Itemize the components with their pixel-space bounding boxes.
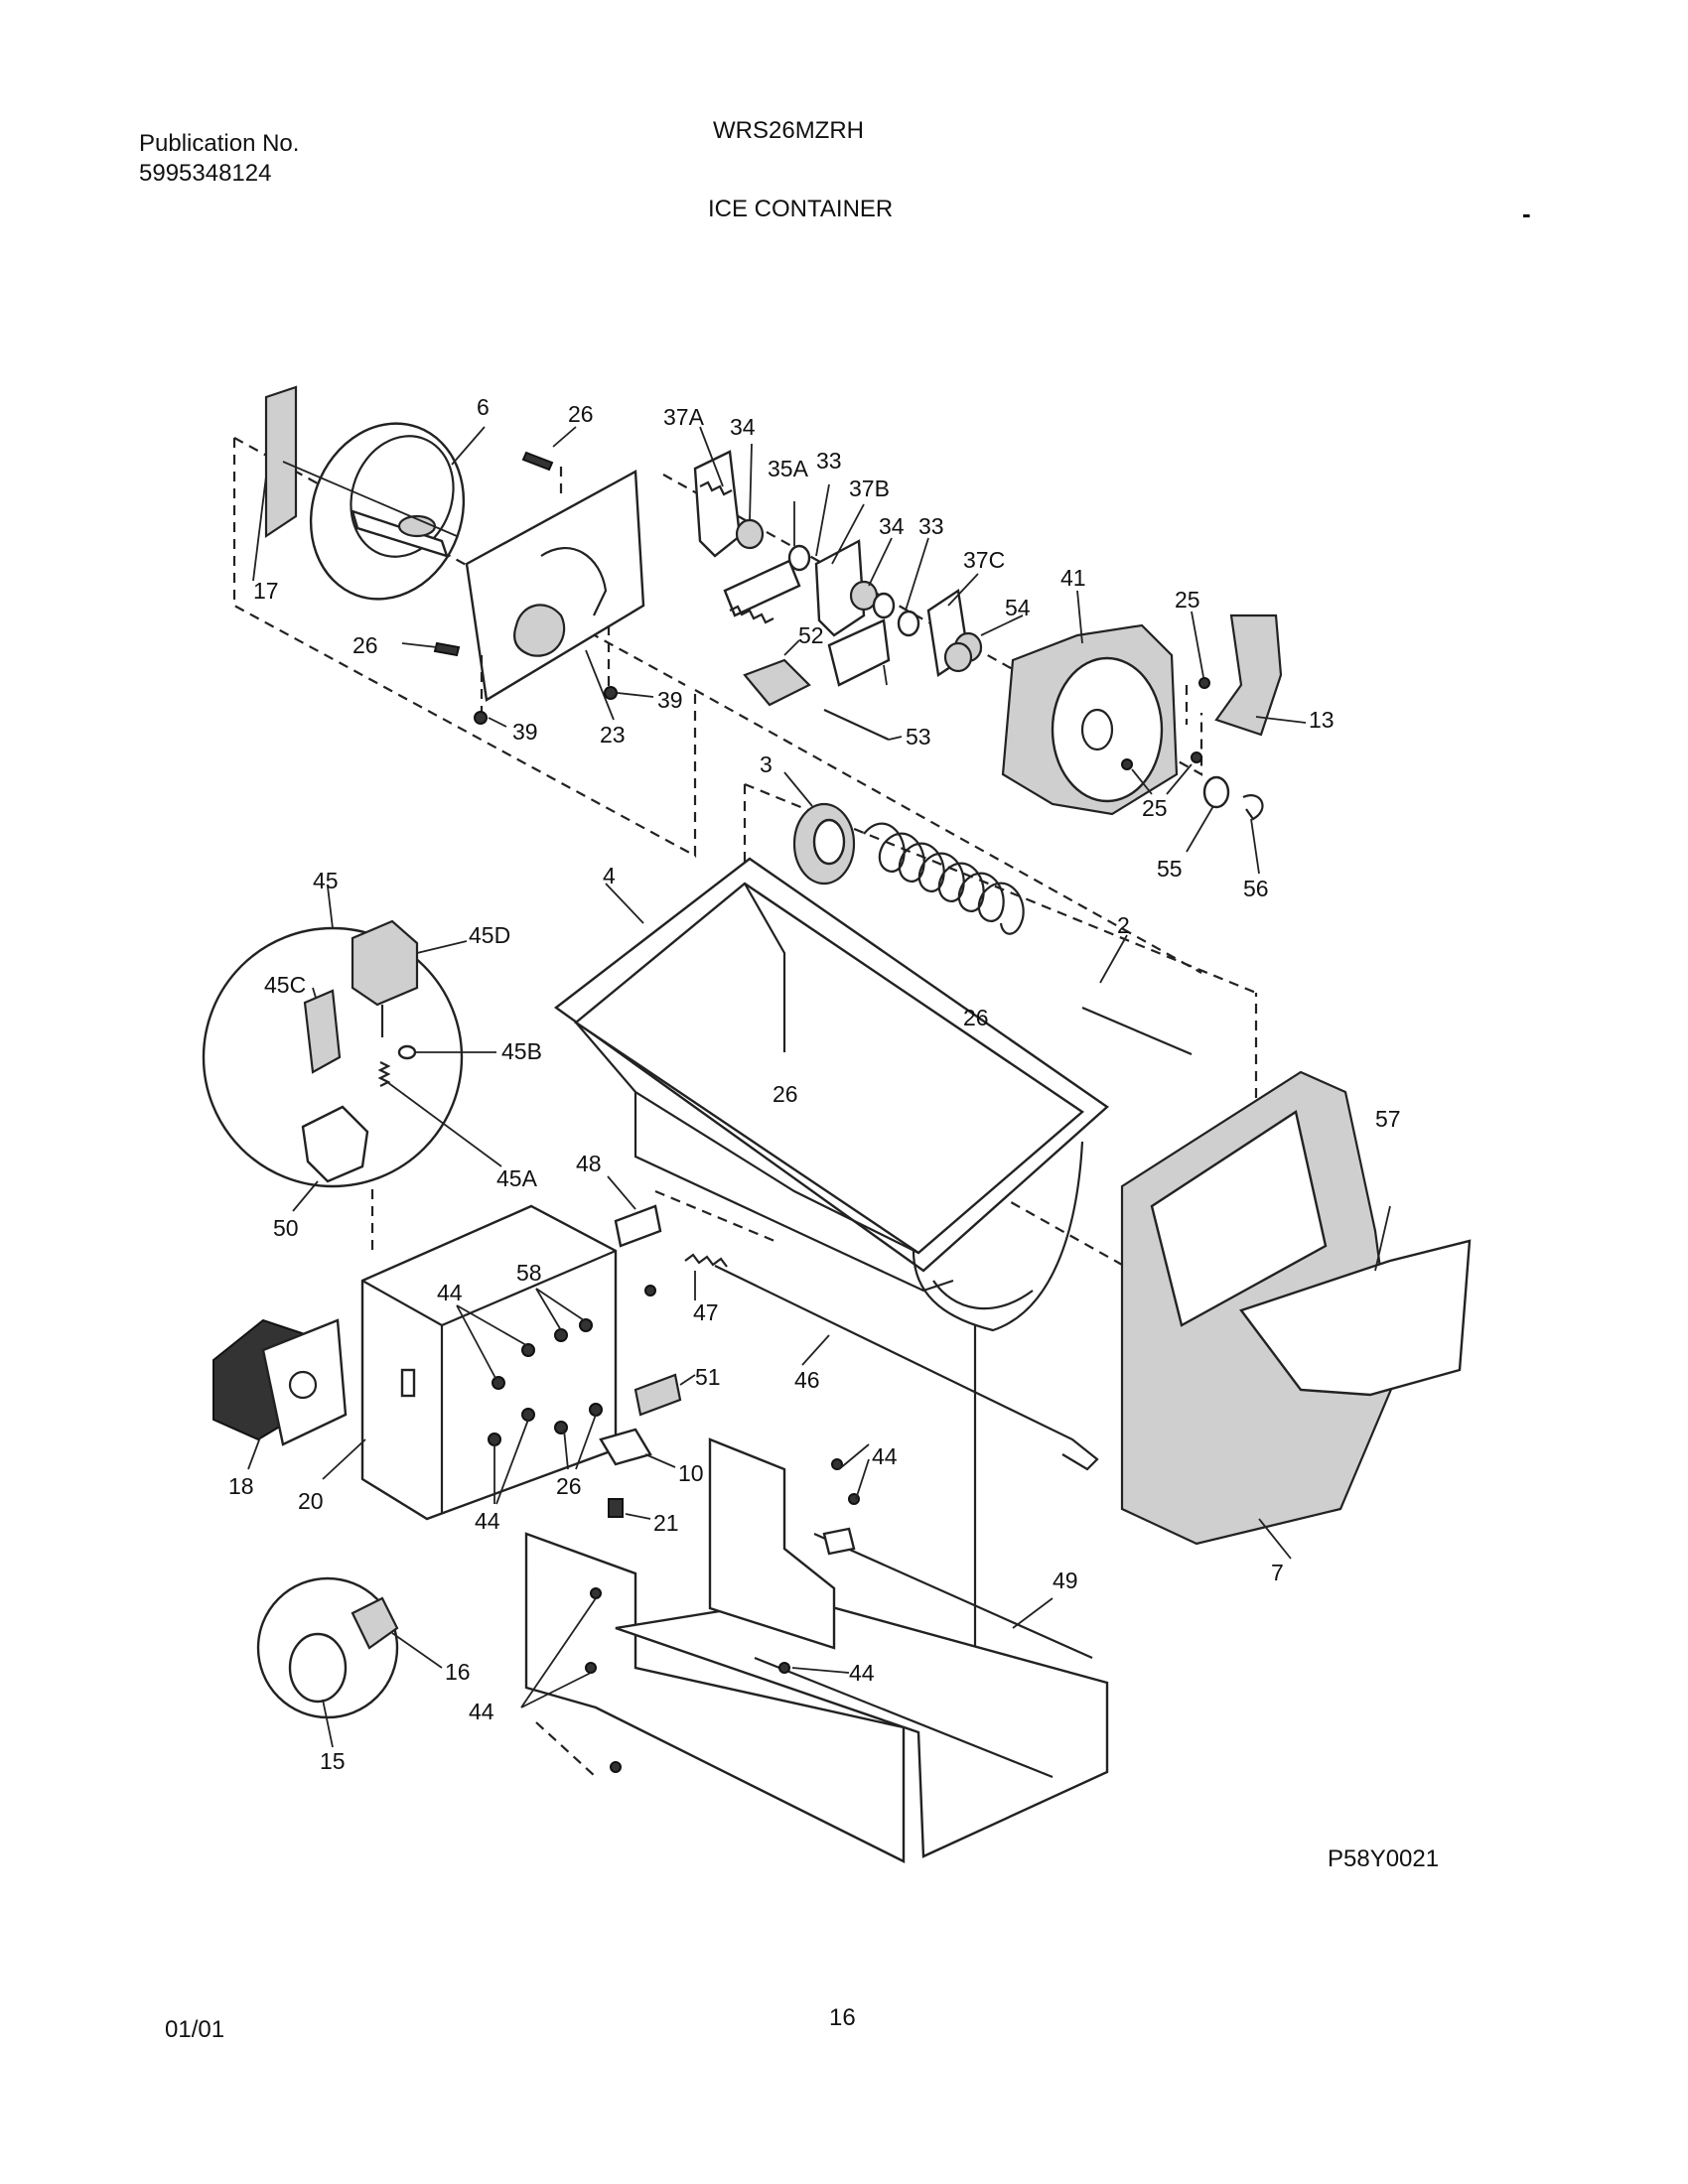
callout-45c: 45C xyxy=(264,972,306,998)
callout-3: 3 xyxy=(760,751,773,777)
callout-25: 25 xyxy=(1142,795,1168,821)
part-51-10-21-switches xyxy=(599,1373,696,1520)
part-41-motor-housing xyxy=(943,590,1210,816)
callout-26: 26 xyxy=(773,1081,798,1107)
callout-44: 44 xyxy=(469,1699,494,1724)
callout-labels: 6 26 37A 34 35A 33 37B 34 33 37C 54 41 2… xyxy=(228,394,1401,1774)
callout-56: 56 xyxy=(1243,876,1269,901)
part-17-label-plate xyxy=(252,385,298,582)
callout-49: 49 xyxy=(1053,1568,1078,1593)
callout-55: 55 xyxy=(1157,856,1183,882)
part-48-47-46-linkage xyxy=(607,1175,1099,1471)
callout-44: 44 xyxy=(475,1508,500,1534)
callout-13: 13 xyxy=(1309,707,1335,733)
callout-33: 33 xyxy=(816,448,842,474)
page-marker: - xyxy=(1522,199,1531,228)
callout-41: 41 xyxy=(1060,565,1086,591)
callout-26: 26 xyxy=(963,1005,989,1030)
callout-54: 54 xyxy=(1005,595,1031,620)
part-13-clip xyxy=(1214,614,1307,737)
callout-2: 2 xyxy=(1117,912,1130,938)
callout-37a: 37A xyxy=(663,404,705,430)
fasteners-44-58-26 xyxy=(456,1288,603,1505)
page-number: 16 xyxy=(829,2004,856,2031)
callout-10: 10 xyxy=(678,1460,704,1486)
model-number: WRS26MZRH xyxy=(713,117,865,144)
callout-26: 26 xyxy=(568,401,594,427)
part-18-motor xyxy=(212,1318,348,1470)
publication-number: 5995348124 xyxy=(139,160,272,187)
callout-6: 6 xyxy=(477,394,490,420)
callout-47: 47 xyxy=(693,1299,719,1325)
callout-33: 33 xyxy=(918,513,944,539)
section-title: ICE CONTAINER xyxy=(708,196,894,222)
callout-20: 20 xyxy=(298,1488,324,1514)
callout-23: 23 xyxy=(600,722,626,748)
callout-34: 34 xyxy=(879,513,905,539)
callout-50: 50 xyxy=(273,1215,299,1241)
diagram-code: P58Y0021 xyxy=(1328,1845,1440,1872)
part-6-auger-drum xyxy=(282,422,486,601)
part-2-auger-spring xyxy=(863,822,1193,1056)
callout-7: 7 xyxy=(1271,1560,1284,1585)
callout-4: 4 xyxy=(603,863,616,888)
part-15-16-lamp-detail xyxy=(256,1576,443,1748)
callout-44: 44 xyxy=(849,1660,875,1686)
callout-34: 34 xyxy=(730,414,756,440)
callout-45d: 45D xyxy=(469,922,510,948)
callout-39: 39 xyxy=(657,687,683,713)
callout-37c: 37C xyxy=(963,547,1005,573)
callout-45a: 45A xyxy=(496,1165,538,1191)
callout-58: 58 xyxy=(516,1260,542,1286)
callout-39: 39 xyxy=(512,719,538,745)
publication-label: Publication No. xyxy=(139,130,300,157)
callout-26: 26 xyxy=(556,1473,582,1499)
part-20-dispenser-housing xyxy=(322,1204,618,1521)
part-49-lower-chute xyxy=(520,1437,1109,1863)
callout-53: 53 xyxy=(906,724,931,750)
callout-18: 18 xyxy=(228,1473,254,1499)
revision-date: 01/01 xyxy=(165,2016,225,2043)
callout-21: 21 xyxy=(653,1510,679,1536)
callout-45: 45 xyxy=(313,868,339,893)
screws-26-39 xyxy=(401,426,654,728)
callout-51: 51 xyxy=(695,1364,721,1390)
callout-45b: 45B xyxy=(501,1038,542,1064)
callout-35a: 35A xyxy=(768,456,809,481)
callout-46: 46 xyxy=(794,1367,820,1393)
callout-15: 15 xyxy=(320,1748,346,1774)
part-7-door xyxy=(1120,1070,1472,1560)
callout-37b: 37B xyxy=(849,476,890,501)
part-55-56-retainers xyxy=(1186,775,1264,875)
part-23-mounting-plate xyxy=(465,467,645,721)
callout-48: 48 xyxy=(576,1151,602,1176)
part-4-ice-bin xyxy=(553,857,1109,1757)
callout-26: 26 xyxy=(352,632,378,658)
callout-57: 57 xyxy=(1375,1106,1401,1132)
part-45-detail-circle xyxy=(202,886,502,1251)
callout-44: 44 xyxy=(872,1443,898,1469)
callout-16: 16 xyxy=(445,1659,471,1685)
callout-25: 25 xyxy=(1175,587,1200,613)
part-52-53-switch-rod xyxy=(743,639,903,741)
callout-44: 44 xyxy=(437,1280,463,1305)
callout-17: 17 xyxy=(253,578,279,604)
part-3-auger-ring xyxy=(783,771,856,886)
callout-52: 52 xyxy=(798,622,824,648)
